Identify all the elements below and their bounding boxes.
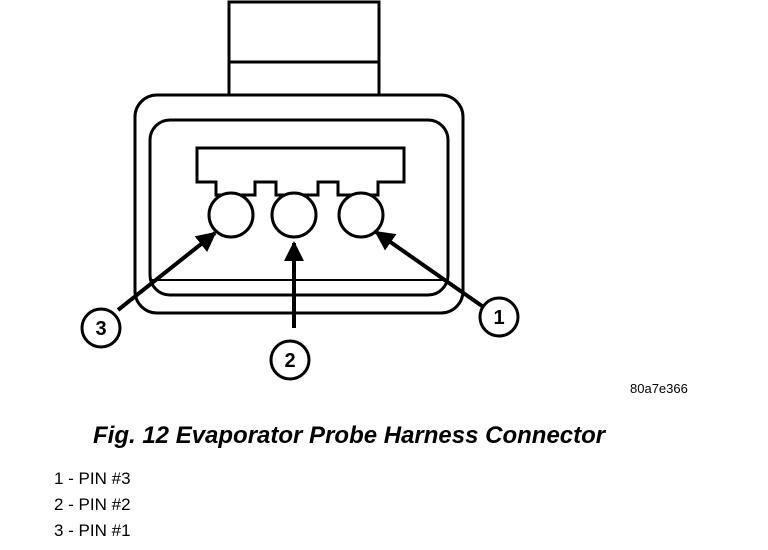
- connector-latch: [227, 0, 381, 97]
- legend-item: 1 - PIN #3: [54, 469, 131, 488]
- figure-caption: Fig. 12 Evaporator Probe Harness Connect…: [93, 422, 606, 449]
- terminal-slot: [195, 146, 406, 197]
- callout-2: 2: [269, 339, 311, 381]
- callout-3-label: 3: [95, 318, 106, 340]
- callout-1: 1: [478, 296, 520, 338]
- figure-id: 80a7e366: [630, 381, 688, 396]
- connector-diagram: 1 2 3: [80, 0, 520, 381]
- callout-3: 3: [80, 307, 122, 349]
- legend: 1 - PIN #3 2 - PIN #2 3 - PIN #1: [54, 466, 131, 544]
- pin-left: [207, 191, 255, 239]
- callout-2-label: 2: [284, 350, 295, 372]
- leader-arrow-3: [116, 231, 217, 312]
- legend-item: 2 - PIN #2: [54, 495, 131, 514]
- pin-middle: [270, 191, 318, 239]
- legend-item: 3 - PIN #1: [54, 521, 131, 540]
- leader-arrow-1: [374, 230, 484, 308]
- pin-right: [337, 191, 385, 239]
- callout-1-label: 1: [493, 307, 504, 329]
